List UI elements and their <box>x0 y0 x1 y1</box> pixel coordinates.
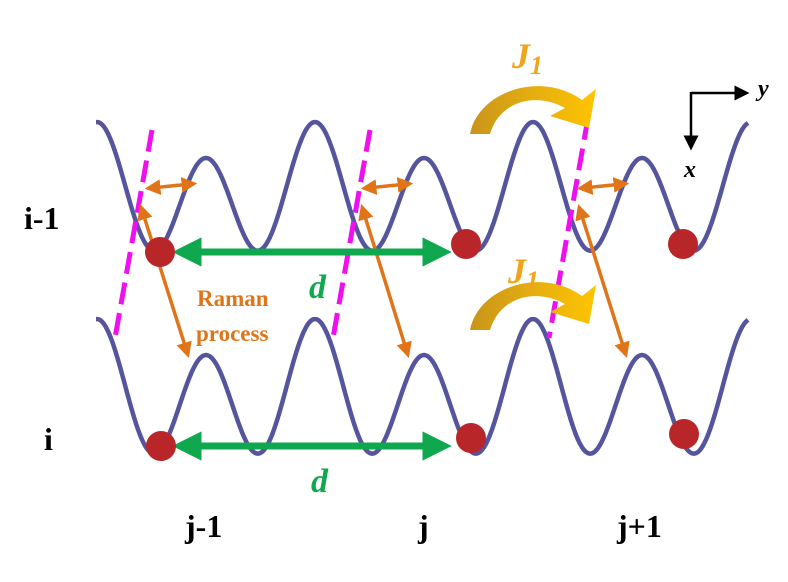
column-label-j-plus-1: j+1 <box>616 508 662 544</box>
lattice-potential-row-i <box>95 316 750 456</box>
axis-y-label: y <box>755 76 769 102</box>
hopping-arrow-top <box>470 86 596 134</box>
column-label-j-minus-1: j-1 <box>184 508 222 544</box>
atom-bottom-mid <box>456 423 486 453</box>
atom-top-left <box>145 237 175 267</box>
axes-indicator <box>683 85 750 151</box>
lattice-potential-row-i-minus-1 <box>95 119 750 253</box>
dashed-line-2 <box>330 129 373 339</box>
raman-arrows <box>137 203 630 359</box>
atom-bottom-left <box>146 431 176 461</box>
double-arrow-2 <box>360 177 414 195</box>
raman-label-line2: process <box>196 321 268 346</box>
raman-arrow-3 <box>575 203 630 359</box>
raman-arrow-2 <box>358 203 412 359</box>
row-label-i-minus-1: i-1 <box>24 200 60 236</box>
atoms <box>145 229 699 461</box>
raman-label-line1: Raman <box>197 286 269 311</box>
raman-arrow-1 <box>137 203 192 359</box>
distance-label-bottom: d <box>311 463 329 500</box>
atom-top-mid <box>451 229 481 259</box>
hopping-label-bottom: J1 <box>507 251 539 295</box>
dashed-lines <box>112 117 591 339</box>
distance-label-top: d <box>309 269 327 306</box>
tunneling-double-arrows <box>144 177 630 195</box>
atom-top-right <box>668 229 698 259</box>
hopping-arrow-bottom <box>470 282 596 330</box>
row-label-i: i <box>44 421 53 457</box>
double-arrow-3 <box>576 177 630 195</box>
double-arrow-1 <box>144 177 198 195</box>
dashed-line-1 <box>112 129 155 339</box>
column-label-j: j <box>417 508 429 544</box>
hopping-label-top: J1 <box>511 36 543 80</box>
dashed-line-3 <box>546 117 591 339</box>
atom-bottom-right <box>669 419 699 449</box>
axis-x-label: x <box>683 157 696 183</box>
